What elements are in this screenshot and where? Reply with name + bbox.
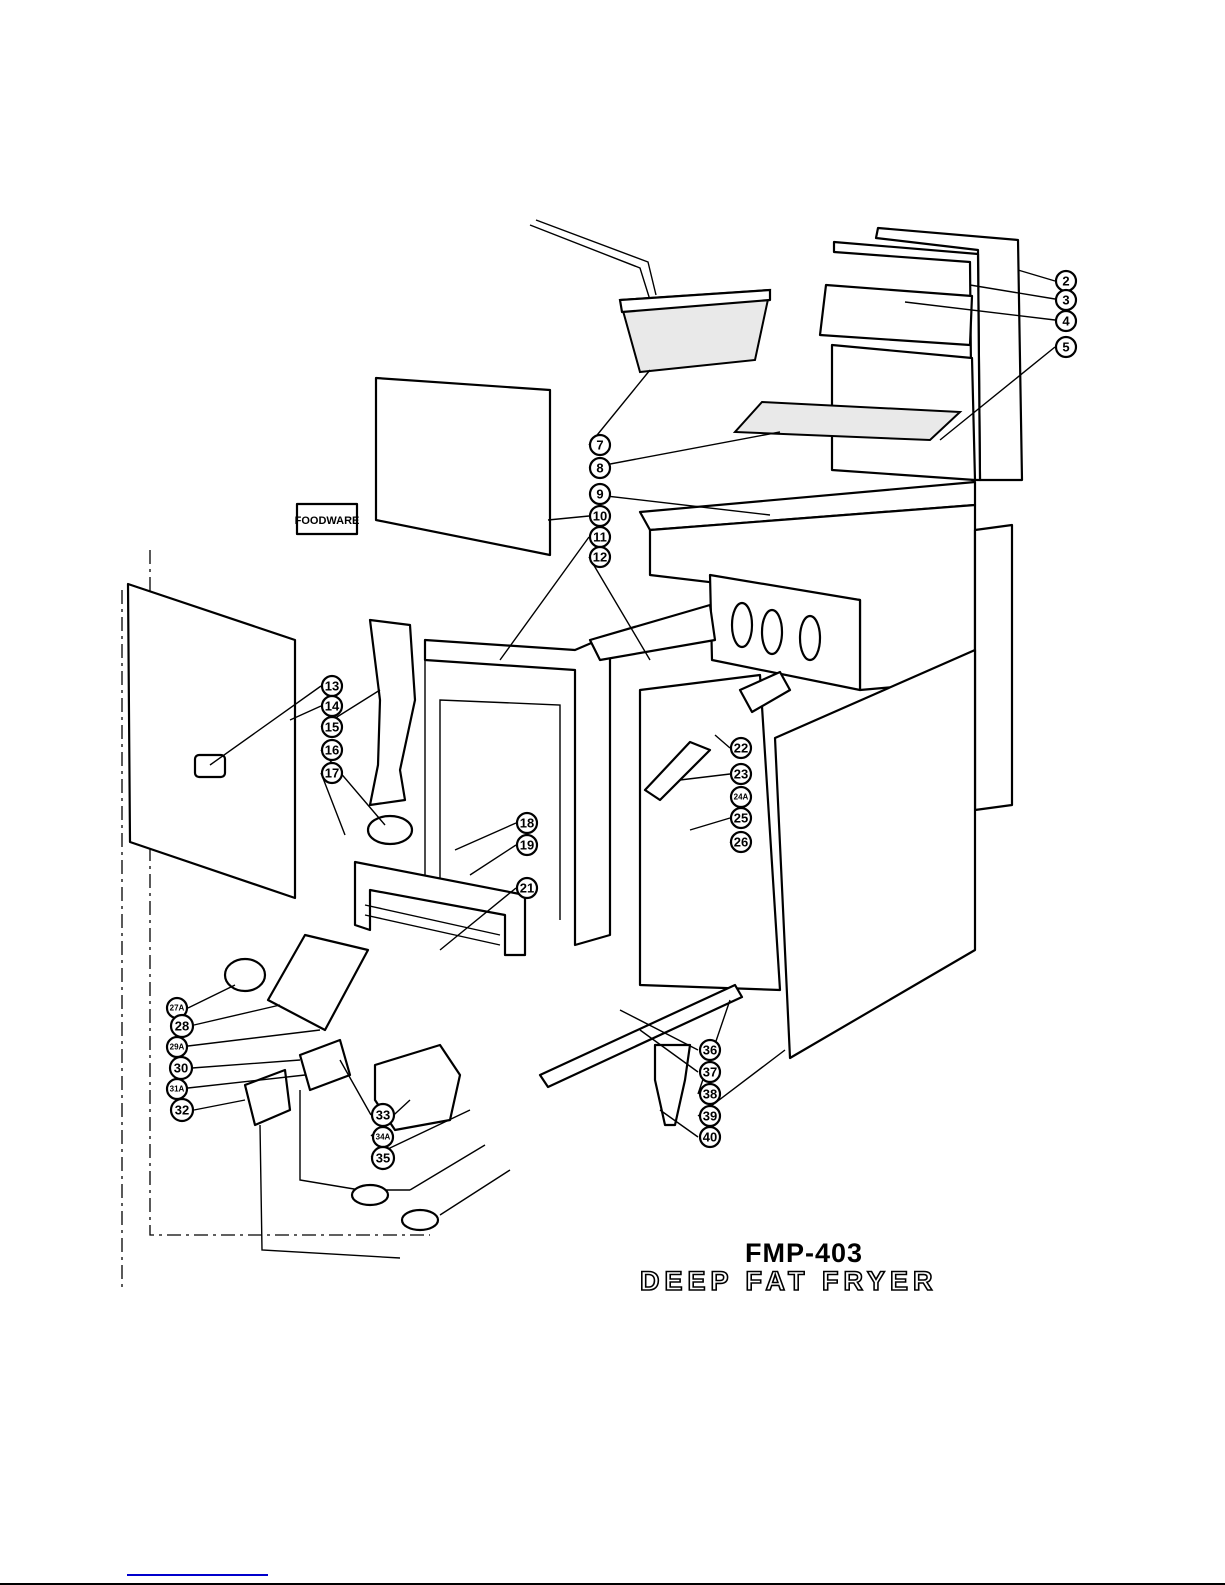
callout-3: 3 xyxy=(1054,288,1078,312)
svg-text:40: 40 xyxy=(703,1130,717,1145)
svg-text:38: 38 xyxy=(703,1087,717,1102)
bottom-divider xyxy=(0,1583,1225,1585)
callout-30: 30 xyxy=(168,1055,194,1081)
svg-text:15: 15 xyxy=(325,720,339,735)
svg-text:3: 3 xyxy=(1062,293,1069,308)
knob xyxy=(223,957,267,993)
svg-text:17: 17 xyxy=(325,766,339,781)
svg-text:29A: 29A xyxy=(170,1043,185,1052)
callout-28: 28 xyxy=(169,1013,195,1039)
callout-4: 4 xyxy=(1054,309,1078,333)
callouts: 2 3 4 5 7 8 9 10 11 12 13 14 15 16 17 18… xyxy=(165,269,1078,1171)
callout-35: 35 xyxy=(370,1145,396,1171)
svg-text:22: 22 xyxy=(734,741,748,756)
product-subtitle: DEEP FAT FRYER xyxy=(639,1265,938,1297)
callout-21: 21 xyxy=(515,876,539,900)
svg-text:28: 28 xyxy=(175,1019,189,1034)
burner-frame xyxy=(423,603,717,947)
svg-text:11: 11 xyxy=(593,530,607,545)
callout-33: 33 xyxy=(370,1102,396,1128)
callout-22: 22 xyxy=(729,736,753,760)
callout-38: 38 xyxy=(698,1082,722,1106)
callout-13: 13 xyxy=(320,674,344,698)
fry-basket xyxy=(529,219,772,374)
callout-17: 17 xyxy=(320,761,344,785)
svg-text:36: 36 xyxy=(703,1043,717,1058)
callout-7: 7 xyxy=(588,433,612,457)
rack-grid xyxy=(732,400,963,442)
callout-37: 37 xyxy=(698,1060,722,1084)
callout-15: 15 xyxy=(320,715,344,739)
callout-19: 19 xyxy=(515,833,539,857)
svg-text:12: 12 xyxy=(593,550,607,565)
svg-text:5: 5 xyxy=(1062,340,1069,355)
callout-14: 14 xyxy=(320,694,344,718)
svg-text:39: 39 xyxy=(703,1109,717,1124)
svg-text:13: 13 xyxy=(325,679,339,694)
nameplate xyxy=(295,502,359,536)
callout-9: 9 xyxy=(588,482,612,506)
svg-text:8: 8 xyxy=(596,461,603,476)
svg-text:34A: 34A xyxy=(376,1133,391,1142)
svg-text:26: 26 xyxy=(734,835,748,850)
callout-36: 36 xyxy=(698,1038,722,1062)
callout-39: 39 xyxy=(698,1104,722,1128)
svg-text:9: 9 xyxy=(596,487,603,502)
callout-40: 40 xyxy=(698,1125,722,1149)
model-title: FMP-403 xyxy=(745,1238,864,1268)
flue-cover xyxy=(374,376,552,557)
leader-lines xyxy=(187,269,1056,1158)
leg xyxy=(653,1043,692,1127)
svg-text:30: 30 xyxy=(174,1061,188,1076)
svg-text:14: 14 xyxy=(325,699,340,714)
svg-text:27A: 27A xyxy=(170,1004,185,1013)
fryer-cabinet xyxy=(638,343,1014,1060)
svg-text:7: 7 xyxy=(596,438,603,453)
svg-text:32: 32 xyxy=(175,1103,189,1118)
callout-31a: 31A xyxy=(165,1077,189,1101)
svg-text:18: 18 xyxy=(520,816,534,831)
svg-text:21: 21 xyxy=(520,881,534,896)
svg-text:16: 16 xyxy=(325,743,339,758)
svg-text:19: 19 xyxy=(520,838,534,853)
callout-23: 23 xyxy=(729,762,753,786)
nameplate-text: FOODWARE xyxy=(295,515,360,527)
callout-2: 2 xyxy=(1054,269,1078,293)
callout-18: 18 xyxy=(515,811,539,835)
manifold-bracket xyxy=(353,860,527,957)
baffle xyxy=(588,603,717,662)
callout-12: 12 xyxy=(588,545,612,569)
svg-text:10: 10 xyxy=(593,509,607,524)
back-splash xyxy=(818,226,1024,482)
side-panel xyxy=(773,648,977,1060)
svg-text:23: 23 xyxy=(734,767,748,782)
svg-text:31A: 31A xyxy=(170,1085,185,1094)
control-panel xyxy=(266,933,370,1032)
callout-8: 8 xyxy=(588,456,612,480)
callout-11: 11 xyxy=(588,525,612,549)
callout-24a: 24A xyxy=(729,785,753,809)
callout-5: 5 xyxy=(1054,335,1078,359)
callout-34a: 34A xyxy=(371,1125,395,1149)
svg-text:25: 25 xyxy=(734,811,748,826)
svg-text:37: 37 xyxy=(703,1065,717,1080)
callout-29a: 29A xyxy=(165,1035,189,1059)
gas-pipe xyxy=(538,983,744,1089)
thermostat-housing xyxy=(368,618,417,807)
svg-text:2: 2 xyxy=(1062,274,1069,289)
door xyxy=(126,582,297,900)
callout-26: 26 xyxy=(729,830,753,854)
svg-text:33: 33 xyxy=(376,1108,390,1123)
link-underline[interactable] xyxy=(127,1574,268,1576)
callout-25: 25 xyxy=(729,806,753,830)
svg-text:4: 4 xyxy=(1062,314,1070,329)
inner-frame xyxy=(638,673,782,992)
callout-10: 10 xyxy=(588,504,612,528)
callout-16: 16 xyxy=(320,738,344,762)
svg-text:24A: 24A xyxy=(734,793,749,802)
svg-text:35: 35 xyxy=(376,1151,390,1166)
burner-cap xyxy=(366,814,414,846)
callout-32: 32 xyxy=(169,1097,195,1123)
